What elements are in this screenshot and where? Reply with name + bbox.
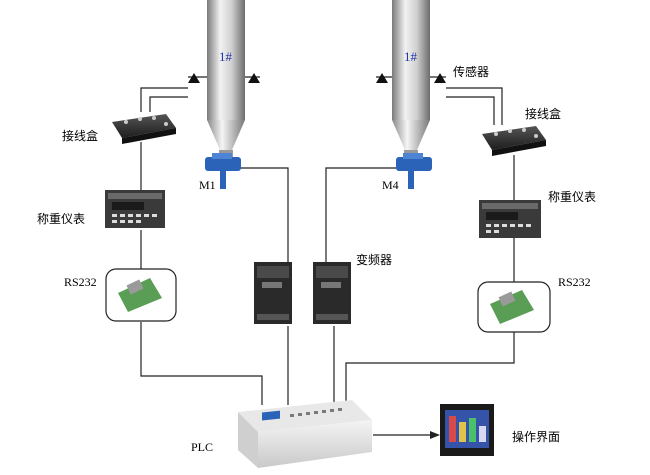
wire-right-sensor-b — [446, 96, 495, 125]
junction-box-right — [482, 126, 546, 156]
motor-left — [205, 153, 241, 189]
motor-right-label: M4 — [382, 178, 399, 192]
silo-left-label: 1# — [219, 49, 232, 64]
wire-m4-inverter — [325, 167, 398, 262]
inverter-1 — [254, 262, 292, 324]
rs232-module-right — [477, 281, 551, 333]
motor-left-label: M1 — [199, 178, 216, 192]
indicator-left-label: 称重仪表 — [37, 212, 86, 226]
sensor-right-a — [376, 73, 388, 83]
weighing-indicator-left — [105, 190, 165, 228]
wire-left-sensor-a — [140, 87, 188, 112]
indicator-right-label: 称重仪表 — [548, 190, 597, 204]
arrow-plc-hmi-head — [430, 431, 440, 439]
rs232-left-label: RS232 — [64, 275, 97, 289]
junction-box-left — [112, 114, 176, 144]
junction-left-label: 接线盒 — [62, 129, 99, 143]
sensor-right-b — [434, 73, 446, 83]
wire-left-rs232-plc — [140, 322, 263, 405]
inverter-2 — [313, 262, 351, 324]
inverter-label: 变频器 — [356, 253, 393, 267]
sensor-label: 传感器 — [453, 65, 490, 79]
rs232-module-left — [105, 268, 177, 322]
silo-right-label: 1# — [404, 49, 417, 64]
junction-right-label: 接线盒 — [525, 107, 562, 121]
silo-left — [188, 0, 260, 158]
wire-right-rs232-plc — [345, 332, 515, 405]
hmi-label: 操作界面 — [512, 430, 561, 444]
rs232-right-label: RS232 — [558, 275, 591, 289]
sensor-left-b — [248, 73, 260, 83]
silo-right — [376, 0, 446, 158]
wire-right-sensor-a — [446, 87, 503, 125]
plc-unit — [238, 400, 372, 468]
wire-left-sensor-b — [149, 96, 188, 112]
wiring — [140, 76, 515, 405]
hmi-panel — [440, 404, 494, 456]
motor-right — [396, 153, 432, 189]
sensor-left-a — [188, 73, 200, 83]
plc-label: PLC — [191, 440, 214, 454]
weighing-indicator-right — [479, 200, 541, 238]
wire-m1-inverter — [240, 167, 289, 262]
